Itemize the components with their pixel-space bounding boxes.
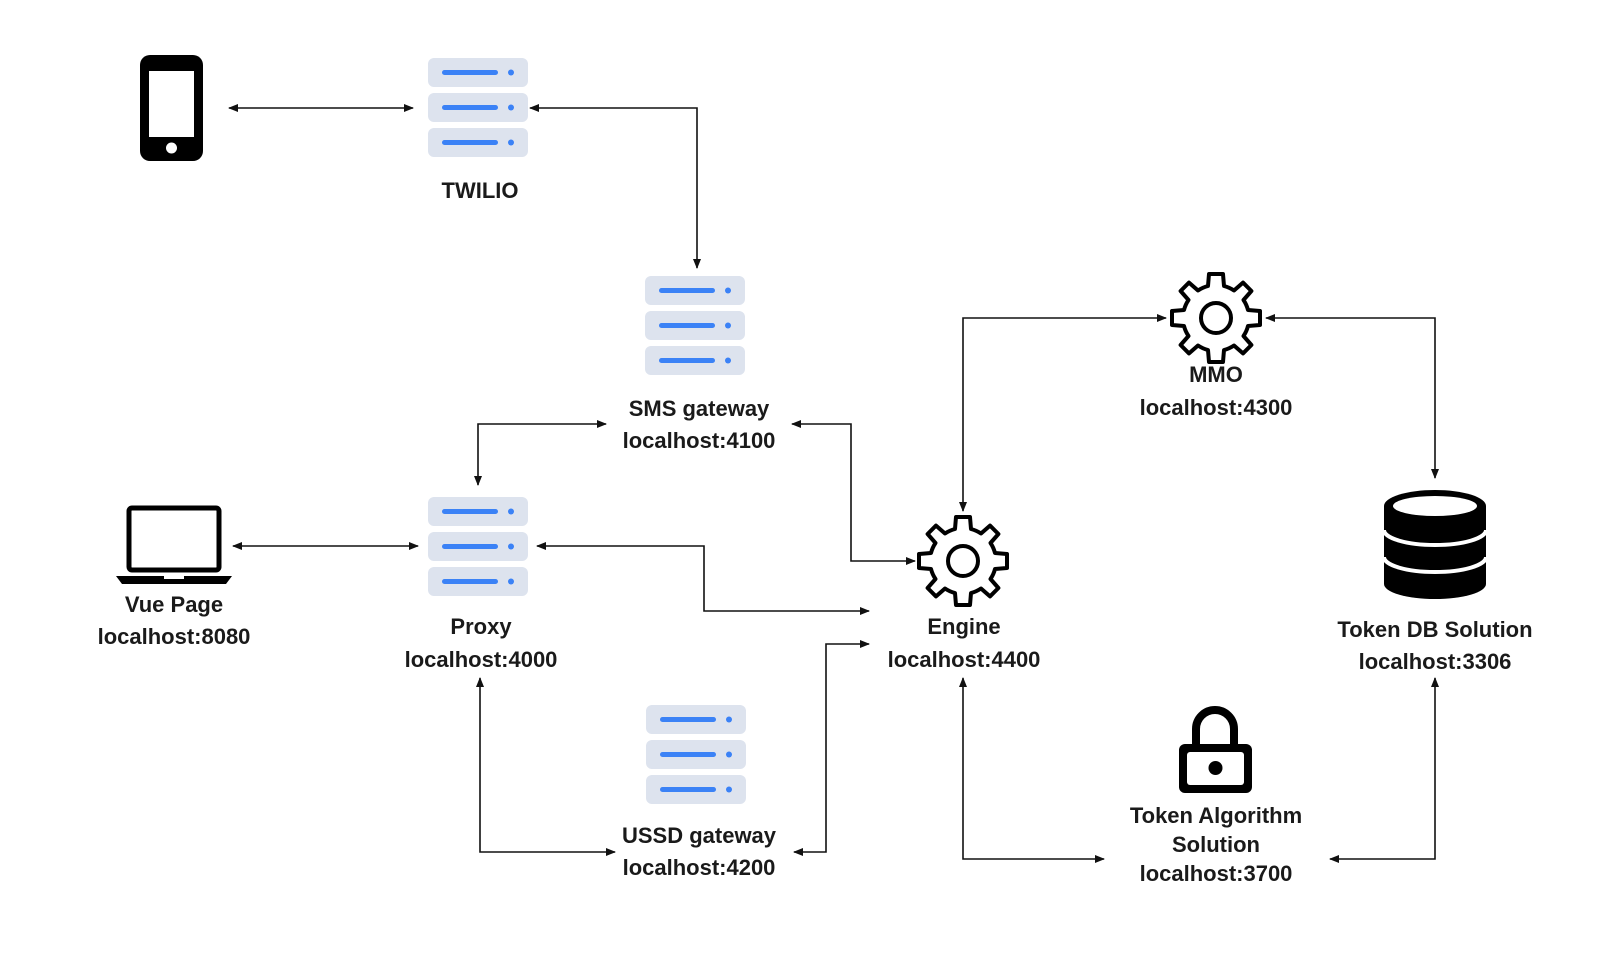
sms-gateway-name: SMS gateway (629, 396, 770, 421)
token-algorithm-name-line1: Token Algorithm (1130, 803, 1302, 828)
edge-ussd-gateway-engine (793, 640, 870, 856)
server-icon (428, 497, 528, 596)
edge-mmo-token-db (1265, 314, 1439, 479)
server-icon (646, 705, 746, 804)
engine-node: Engine localhost:4400 (888, 515, 1041, 672)
proxy-address: localhost:4000 (405, 647, 558, 672)
mmo-name: MMO (1189, 362, 1243, 387)
gear-icon (917, 515, 1009, 607)
smartphone-icon (140, 55, 203, 161)
twilio-node: TWILIO (428, 58, 528, 203)
edge-proxy-ussd-gateway (476, 677, 616, 856)
token-algorithm-node: Token Algorithm Solution localhost:3700 (1130, 706, 1302, 886)
token-db-name: Token DB Solution (1337, 617, 1532, 642)
edge-twilio-sms-gateway (529, 104, 701, 269)
token-algorithm-name-line2: Solution (1172, 832, 1260, 857)
proxy-name: Proxy (450, 614, 512, 639)
vue-page-name: Vue Page (125, 592, 223, 617)
edge-token-algorithm-token-db (1329, 677, 1439, 863)
ussd-gateway-name: USSD gateway (622, 823, 777, 848)
edge-proxy-engine (536, 542, 870, 615)
edge-sms-gateway-proxy (474, 420, 607, 486)
server-icon (645, 276, 745, 375)
gear-icon (1170, 272, 1262, 364)
database-icon (1382, 490, 1488, 599)
engine-address: localhost:4400 (888, 647, 1041, 672)
engine-name: Engine (927, 614, 1000, 639)
token-db-address: localhost:3306 (1359, 649, 1512, 674)
laptop-icon (116, 505, 232, 584)
phone-node (140, 55, 203, 161)
edge-sms-gateway-engine (791, 420, 916, 565)
vue-page-address: localhost:8080 (98, 624, 251, 649)
sms-gateway-address: localhost:4100 (623, 428, 776, 453)
lock-icon (1179, 706, 1252, 793)
sms-gateway-node: SMS gateway localhost:4100 (623, 276, 776, 453)
server-icon (428, 58, 528, 157)
token-algorithm-address: localhost:3700 (1140, 861, 1293, 886)
mmo-node: MMO localhost:4300 (1140, 272, 1293, 420)
connections (228, 104, 1439, 863)
ussd-gateway-address: localhost:4200 (623, 855, 776, 880)
twilio-name: TWILIO (442, 178, 519, 203)
proxy-node: Proxy localhost:4000 (405, 497, 558, 672)
edge-engine-token-algorithm (959, 677, 1105, 863)
ussd-gateway-node: USSD gateway localhost:4200 (622, 705, 777, 880)
vue-page-node: Vue Page localhost:8080 (98, 505, 251, 649)
mmo-address: localhost:4300 (1140, 395, 1293, 420)
token-db-node: Token DB Solution localhost:3306 (1337, 490, 1533, 674)
edge-engine-mmo (959, 314, 1167, 512)
